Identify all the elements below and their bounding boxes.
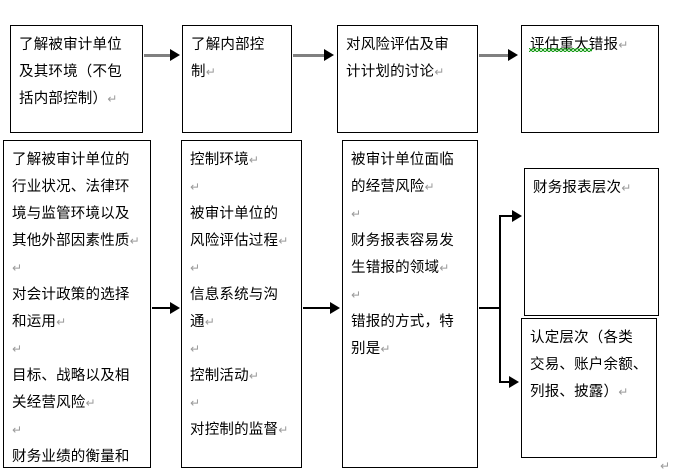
pilcrow-mark: ↵ xyxy=(190,396,201,410)
outcome-box-right-2[interactable]: 认定层次（各类交易、账户余额、列报、披露）↵ xyxy=(521,318,657,458)
box-line: 被审计单位的 xyxy=(190,206,279,222)
pilcrow-mark: ↵ xyxy=(12,423,23,437)
box-line: 信息系统与沟 xyxy=(190,287,279,303)
process-box-top-4[interactable]: 评估重大错报↵ xyxy=(521,25,659,133)
box-text: 被审计单位面临的经营风险↵↵财务报表容易发生错报的领域↵↵错报的方式，特别是↵ xyxy=(351,147,470,363)
connector-bottom-1-2-arrowhead xyxy=(170,302,180,314)
connector-top-1-2-arrowhead xyxy=(170,49,180,61)
process-box-top-2[interactable]: 了解内部控制↵ xyxy=(182,25,292,133)
pilcrow-mark: ↵ xyxy=(618,385,629,399)
pilcrow-mark: ↵ xyxy=(248,153,260,167)
pilcrow-mark: ↵ xyxy=(190,180,201,194)
connector-bottom-2-3-arrowhead xyxy=(330,302,340,314)
box-line: 计计划的讨论 xyxy=(346,64,435,80)
box-line: 控制活动 xyxy=(190,368,249,384)
pilcrow-mark: ↵ xyxy=(85,396,96,410)
box-line: 认定层次（各类 xyxy=(530,330,633,346)
connector-branch-stem xyxy=(479,307,501,309)
box-line: 财务业绩的衡量和 xyxy=(12,449,130,465)
connector-bottom-2-3-line xyxy=(303,307,331,309)
box-text: 了解内部控制↵ xyxy=(191,32,284,86)
process-box-top-1[interactable]: 了解被审计单位及其环境（不包括内部控制）↵ xyxy=(10,25,143,133)
pilcrow-mark: ↵ xyxy=(351,207,362,221)
connector-branch-vertical xyxy=(499,215,501,382)
box-line: 括内部控制） xyxy=(19,91,108,107)
box-line: 别是 xyxy=(351,341,381,357)
box-text: 控制环境↵↵被审计单位的风险评估过程↵↵信息系统与沟通↵↵控制活动↵↵对控制的监… xyxy=(190,147,294,444)
pilcrow-mark: ↵ xyxy=(351,288,362,302)
pilcrow-mark: ↵ xyxy=(380,342,391,356)
box-line: 列报、披露） xyxy=(530,384,619,400)
detail-box-bottom-1[interactable]: 了解被审计单位的行业状况、法律环境与监管环境以及其他外部因素性质↵↵对会计政策的… xyxy=(3,140,151,468)
pilcrow-mark: ↵ xyxy=(190,261,201,275)
box-line: 目标、战略以及相 xyxy=(12,368,130,384)
box-text: 了解被审计单位及其环境（不包括内部控制）↵ xyxy=(19,32,135,113)
detail-box-bottom-3[interactable]: 被审计单位面临的经营风险↵↵财务报表容易发生错报的领域↵↵错报的方式，特别是↵ xyxy=(342,140,478,468)
pilcrow-mark: ↵ xyxy=(205,65,216,79)
box-line: 生错报的领域 xyxy=(351,260,440,276)
connector-branch-upper-arrowhead xyxy=(512,210,522,222)
connector-top-2-3-line xyxy=(293,54,325,57)
pilcrow-mark: ↵ xyxy=(278,423,289,437)
box-line: 行业状况、法律环 xyxy=(12,179,130,195)
box-line: 对控制的监督 xyxy=(190,422,279,438)
pilcrow-mark: ↵ xyxy=(204,315,215,329)
detail-box-bottom-2[interactable]: 控制环境↵↵被审计单位的风险评估过程↵↵信息系统与沟通↵↵控制活动↵↵对控制的监… xyxy=(181,140,302,468)
connector-top-3-4-arrowhead xyxy=(508,49,518,61)
connector-top-2-3-arrowhead xyxy=(324,49,334,61)
box-text: 认定层次（各类交易、账户余额、列报、披露）↵ xyxy=(530,325,649,406)
pilcrow-mark: ↵ xyxy=(439,261,450,275)
box-line: 对会计政策的选择 xyxy=(12,287,130,303)
box-line: 和运用 xyxy=(12,314,57,330)
box-line: 被审计单位面临 xyxy=(351,152,454,168)
pilcrow-mark: ↵ xyxy=(107,92,118,106)
pilcrow-mark: ↵ xyxy=(278,234,289,248)
box-line: 了解被审计单位的 xyxy=(12,152,130,168)
pilcrow-mark: ↵ xyxy=(434,65,445,79)
box-text: 财务报表层次↵ xyxy=(533,175,651,202)
pilcrow-mark: ↵ xyxy=(129,234,140,248)
spellcheck-underline xyxy=(529,48,592,52)
box-line: 关经营风险 xyxy=(12,395,86,411)
box-text: 了解被审计单位的行业状况、法律环境与监管环境以及其他外部因素性质↵↵对会计政策的… xyxy=(12,147,143,474)
pilcrow-mark: ↵ xyxy=(621,181,632,195)
box-line: 对风险评估及审 xyxy=(346,37,449,53)
pilcrow-mark: ↵ xyxy=(12,342,23,356)
pilcrow-mark: ↵ xyxy=(424,180,435,194)
connector-branch-lower-arrowhead xyxy=(509,376,519,388)
box-line: 财务报表容易发 xyxy=(351,233,454,249)
box-line: 制 xyxy=(191,64,206,80)
trailing-pilcrow-mark: ↵ xyxy=(660,459,671,473)
box-line: 风险评估过程 xyxy=(190,233,279,249)
process-box-top-3[interactable]: 对风险评估及审计计划的讨论↵ xyxy=(337,25,478,133)
pilcrow-mark: ↵ xyxy=(248,369,260,383)
pilcrow-mark: ↵ xyxy=(12,261,23,275)
connector-bottom-1-2-line xyxy=(152,307,174,309)
connector-branch-lower-line xyxy=(499,381,512,383)
connector-branch-upper-line xyxy=(499,215,515,217)
box-line: 境与监管环境以及 xyxy=(12,206,130,222)
box-line: 其他外部因素性质 xyxy=(12,233,130,249)
box-line: 及其环境（不包 xyxy=(19,64,122,80)
box-line: 控制环境 xyxy=(190,152,249,168)
connector-top-3-4-line xyxy=(479,54,509,57)
pilcrow-mark: ↵ xyxy=(56,315,67,329)
box-line: 通 xyxy=(190,314,205,330)
box-line: 了解内部控 xyxy=(191,37,265,53)
connector-top-1-2-line xyxy=(144,54,172,57)
box-text: 对风险评估及审计计划的讨论↵ xyxy=(346,32,470,86)
box-line: 交易、账户余额、 xyxy=(530,357,648,373)
box-line: 的经营风险 xyxy=(351,179,425,195)
pilcrow-mark: ↵ xyxy=(618,38,629,52)
pilcrow-mark: ↵ xyxy=(190,342,201,356)
box-text: 评估重大错报↵ xyxy=(530,32,651,59)
outcome-box-right-1[interactable]: 财务报表层次↵ xyxy=(524,168,659,316)
box-line: 错报的方式，特 xyxy=(351,314,454,330)
box-line: 了解被审计单位 xyxy=(19,37,122,53)
box-line: 财务报表层次 xyxy=(533,180,622,196)
